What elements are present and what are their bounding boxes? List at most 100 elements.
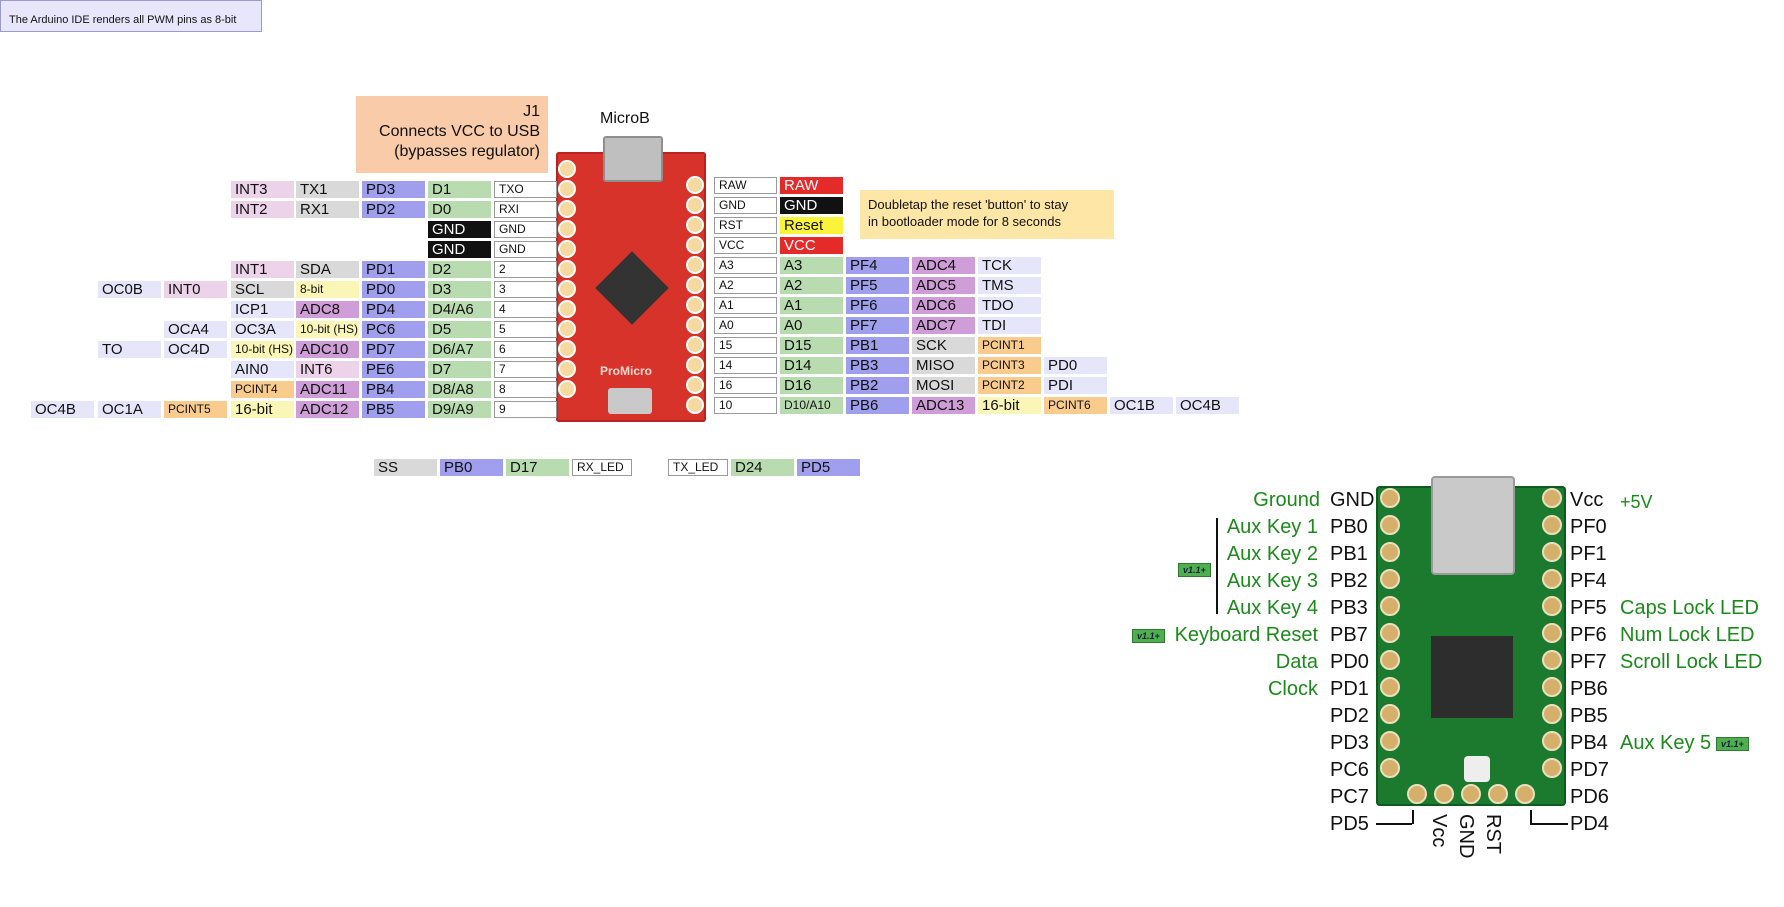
pin-label: ADC13 [912, 397, 975, 414]
pin-label: 2 [494, 261, 557, 278]
aux-key-bracket [1216, 518, 1218, 614]
pin-label: TX_LED [668, 459, 728, 476]
pin-label: PD3 [362, 181, 425, 198]
pin-label: 16-bit [978, 397, 1041, 414]
pin-label: PD0 [362, 281, 425, 298]
pin-label: RX1 [296, 201, 359, 218]
pin-label: Reset [780, 217, 843, 234]
pin-label: ADC8 [296, 301, 359, 318]
teensy-bottom-label: GND [1455, 814, 1477, 859]
pin-label: OC4B [1176, 397, 1239, 414]
teensy-pin-label: PB5 [1570, 705, 1608, 727]
teensy-pin-label: PB0 [1330, 516, 1368, 538]
teensy-pin-label: PB6 [1570, 678, 1608, 700]
pin-label: D9/A9 [428, 401, 491, 418]
pin-label: OC1B [1110, 397, 1173, 414]
pin-label: 16-bit [231, 401, 294, 418]
pin-hole [686, 176, 704, 194]
teensy-pin-label: PB7 [1330, 624, 1368, 646]
pin-hole [1380, 731, 1400, 751]
teensy-pin-label: Vcc [1570, 489, 1604, 511]
reset-note-line2: in bootloader mode for 8 seconds [868, 214, 1061, 229]
pin-label: OC4B [31, 401, 94, 418]
pin-label: MISO [912, 357, 975, 374]
teensy-bottom-label: Vcc [1428, 814, 1450, 848]
pin-label: 15 [714, 337, 777, 354]
teensy-pin-label: PF6 [1570, 624, 1607, 646]
pin-label: RST [714, 217, 777, 234]
pin-label: OC4D [164, 341, 227, 358]
pin-label: 16 [714, 377, 777, 394]
pin-label: TDI [978, 317, 1041, 334]
pin-label: D1 [428, 181, 491, 198]
version-badge: v1.1+ [1178, 563, 1211, 577]
reset-note-line1: Doubletap the reset 'button' to stay [868, 197, 1069, 212]
pin-hole [1542, 623, 1562, 643]
pin-label: TO [98, 341, 161, 358]
pin-label: MOSI [912, 377, 975, 394]
pin-hole [558, 280, 576, 298]
leader-line [1530, 823, 1568, 825]
teensy-pin-label: PB1 [1330, 543, 1368, 565]
j1-line1: Connects VCC to USB [379, 123, 540, 140]
pin-label: 5 [494, 321, 557, 338]
teensy-pin-label: PD0 [1330, 651, 1369, 673]
pin-label: SS [374, 459, 437, 476]
pin-label: PF4 [846, 257, 909, 274]
pin-hole [558, 200, 576, 218]
teensy-func-label: Aux Key 5 [1620, 732, 1712, 754]
reset-button [1464, 756, 1490, 782]
pin-label: ADC7 [912, 317, 975, 334]
pin-hole [1542, 515, 1562, 535]
teensy-pin-label: PD3 [1330, 732, 1369, 754]
pin-label: VCC [714, 237, 777, 254]
teensy-pin-label: PF1 [1570, 543, 1607, 565]
pin-label: RXI [494, 201, 557, 218]
teensy-pin-label: PB3 [1330, 597, 1368, 619]
pin-label: OC0B [98, 281, 161, 298]
pin-label: PD4 [362, 301, 425, 318]
pin-label: A1 [780, 297, 843, 314]
pin-label: D0 [428, 201, 491, 218]
pin-label: D3 [428, 281, 491, 298]
pin-label: INT2 [231, 201, 294, 218]
atmega-chip [595, 251, 669, 325]
pin-label: TDO [978, 297, 1041, 314]
pin-label: PB5 [362, 401, 425, 418]
pin-label: D7 [428, 361, 491, 378]
pin-label: PCINT2 [978, 377, 1041, 394]
pin-hole [558, 260, 576, 278]
pin-hole [558, 240, 576, 258]
pin-label: D4/A6 [428, 301, 491, 318]
reset-note: Doubletap the reset 'button' to stay in … [860, 190, 1114, 239]
teensy-func-label: Aux Key 1 [1226, 516, 1318, 538]
pwm-note: The Arduino IDE renders all PWM pins as … [0, 0, 262, 32]
pin-label: PD1 [362, 261, 425, 278]
teensy-func-label: Aux Key 4 [1226, 597, 1318, 619]
pin-hole [1380, 596, 1400, 616]
pin-hole [1434, 784, 1454, 804]
pin-label: 8-bit [296, 281, 359, 298]
pin-label: D10/A10 [780, 397, 843, 414]
pin-hole [686, 196, 704, 214]
pin-label: PCINT5 [164, 401, 227, 418]
pin-label: GND [494, 221, 557, 238]
pin-label: GND [428, 241, 491, 258]
pin-label: PB1 [846, 337, 909, 354]
teensy-func-label: Scroll Lock LED [1620, 651, 1763, 673]
pin-label: VCC [780, 237, 843, 254]
pin-hole [558, 160, 576, 178]
pin-hole [1380, 704, 1400, 724]
pin-label: D2 [428, 261, 491, 278]
pin-label: D5 [428, 321, 491, 338]
teensy-func-label: Num Lock LED [1620, 624, 1755, 646]
pin-hole [1542, 731, 1562, 751]
pin-label: OC1A [98, 401, 161, 418]
teensy-pin-label: PF0 [1570, 516, 1607, 538]
pin-label: PB6 [846, 397, 909, 414]
pin-hole [558, 340, 576, 358]
pin-label: PD2 [362, 201, 425, 218]
crystal [608, 388, 652, 414]
teensy-pin-label: PB4 [1570, 732, 1608, 754]
pin-label: PC6 [362, 321, 425, 338]
